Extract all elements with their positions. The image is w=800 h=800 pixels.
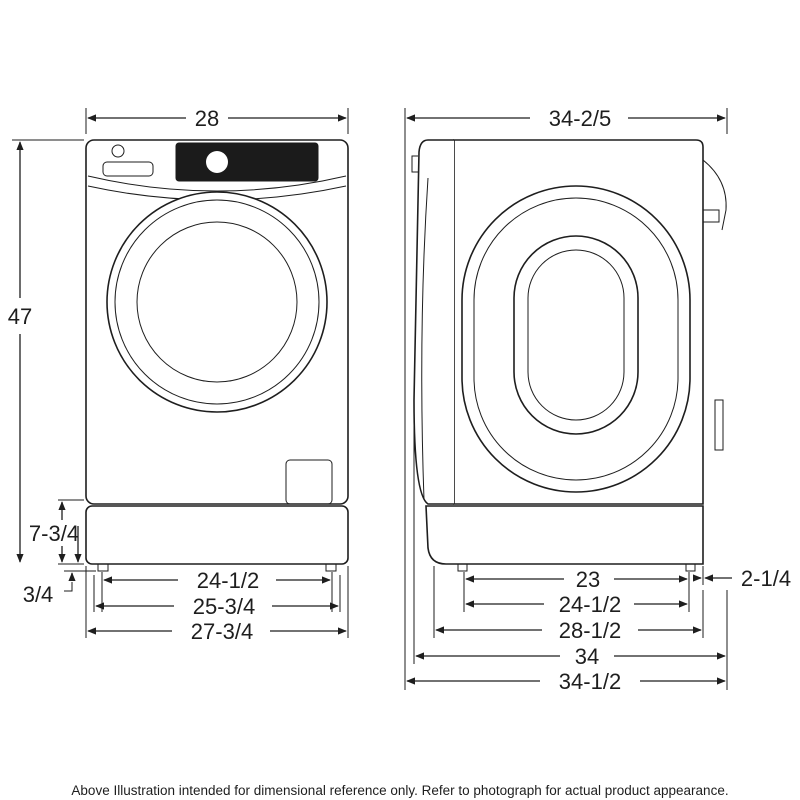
front-dimensions: 28 47 7-3/4 3/4 24-1/2 25-3/4 bbox=[8, 106, 349, 644]
dim-side-feet-outer: 24-1/2 bbox=[559, 592, 621, 617]
dim-leg-height: 3/4 bbox=[23, 582, 54, 607]
dim-front-feet-inner: 24-1/2 bbox=[197, 568, 259, 593]
rear-panel bbox=[714, 399, 724, 451]
rear-bracket bbox=[702, 209, 720, 223]
side-tub-ring bbox=[473, 197, 679, 481]
dim-front-base-width: 27-3/4 bbox=[191, 619, 253, 644]
power-knob-icon bbox=[111, 144, 125, 158]
dim-side-depth-overall: 34-1/2 bbox=[559, 669, 621, 694]
service-panel bbox=[285, 459, 333, 505]
control-panel-edge bbox=[87, 175, 347, 192]
side-pedestal bbox=[425, 505, 704, 565]
door-glass bbox=[136, 221, 298, 383]
side-dimensions: 34-2/5 23 2-1/4 24-1/2 28-1/2 34 34-1/2 bbox=[404, 106, 791, 694]
door-ring bbox=[114, 199, 320, 405]
door-profile-inner bbox=[421, 177, 429, 501]
side-drum-outer bbox=[513, 235, 639, 435]
door-handle-edge bbox=[411, 155, 418, 173]
side-view bbox=[411, 139, 727, 572]
front-view bbox=[85, 139, 349, 572]
dim-side-depth-top: 34-2/5 bbox=[549, 106, 611, 131]
dim-side-depth-body: 34 bbox=[575, 644, 599, 669]
door-profile bbox=[413, 139, 454, 505]
dim-pedestal-height: 7-3/4 bbox=[29, 521, 79, 546]
display-panel bbox=[175, 142, 319, 182]
door-outer-ring bbox=[106, 191, 328, 413]
dim-rear-offset: 2-1/4 bbox=[741, 566, 791, 591]
dim-front-width: 28 bbox=[195, 106, 219, 131]
rear-hose bbox=[702, 159, 727, 231]
dim-side-base-depth: 28-1/2 bbox=[559, 618, 621, 643]
detergent-drawer bbox=[102, 161, 154, 177]
front-feet bbox=[97, 563, 337, 572]
dim-front-feet-outer: 25-3/4 bbox=[193, 594, 255, 619]
side-drum-inner bbox=[527, 249, 625, 421]
dim-front-height: 47 bbox=[8, 304, 32, 329]
front-pedestal bbox=[85, 505, 349, 565]
disclaimer-text: Above Illustration intended for dimensio… bbox=[71, 783, 728, 798]
dim-side-feet-inner: 23 bbox=[576, 567, 600, 592]
dial-icon bbox=[206, 151, 228, 173]
side-feet bbox=[457, 563, 696, 572]
